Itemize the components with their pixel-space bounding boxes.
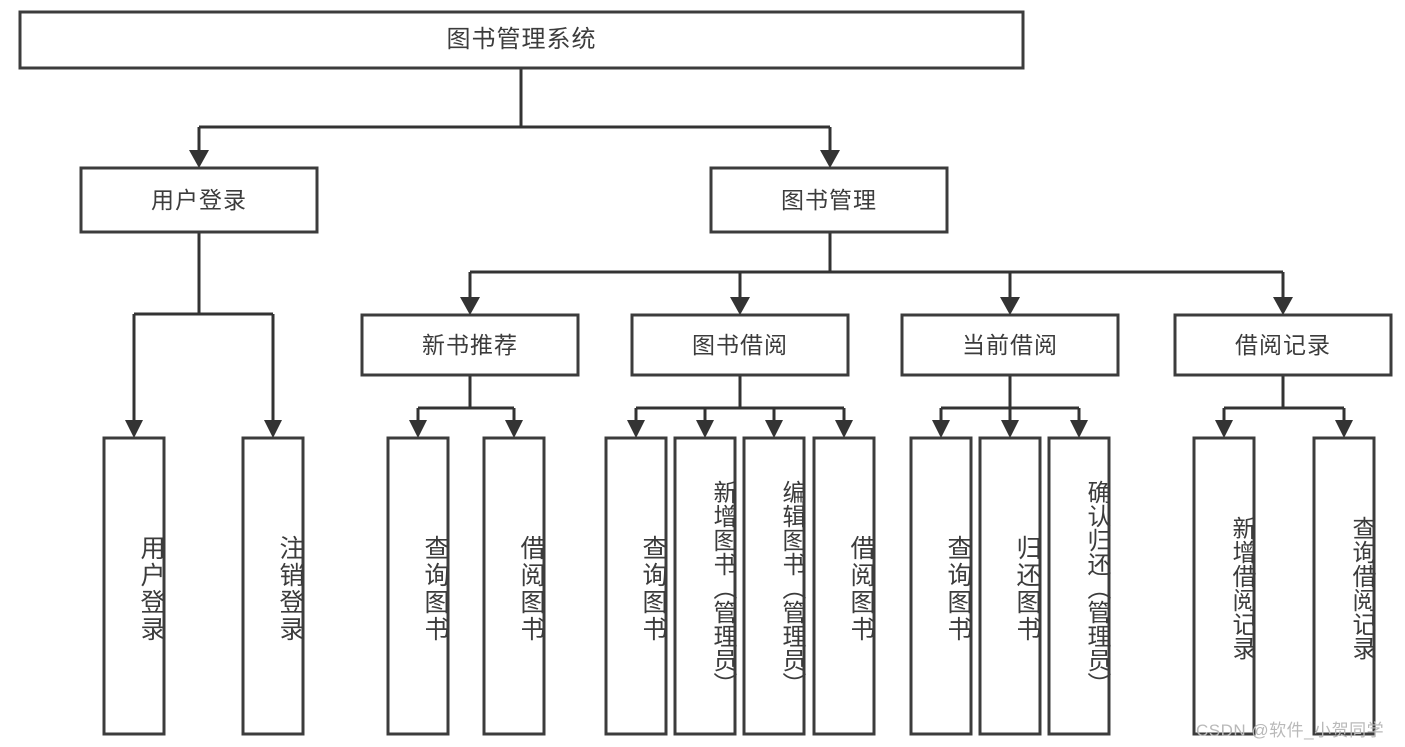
leaf-box-add-book-admin[interactable] xyxy=(673,436,737,736)
node-box-user-login[interactable] xyxy=(79,166,319,234)
node-box-current-borrow[interactable] xyxy=(900,313,1120,377)
connector-group-book-borrow xyxy=(627,375,853,438)
leaf-box-query-book-recommend[interactable] xyxy=(386,436,450,736)
arrowhead-leaf-query-record xyxy=(1335,420,1353,438)
node-box-new-book-recommend[interactable] xyxy=(360,313,580,377)
arrowhead-leaf-query-book-2 xyxy=(627,420,645,438)
leaf-box-add-borrow-record[interactable] xyxy=(1192,436,1256,736)
arrowhead-leaf-edit-book xyxy=(765,420,783,438)
csdn-watermark: CSDN @软件_小贺同学 xyxy=(1196,721,1385,740)
arrowhead-leaf-query-book-1 xyxy=(409,420,427,438)
leaf-box-logout[interactable] xyxy=(241,436,305,736)
arrowhead-leaf-borrow-book-1 xyxy=(505,420,523,438)
arrowhead-leaf-logout xyxy=(264,420,282,438)
arrowhead-leaf-return-book xyxy=(1001,420,1019,438)
node-box-book-management[interactable] xyxy=(709,166,949,234)
arrowhead-current-borrow xyxy=(1000,297,1020,315)
arrowhead-book-mgmt xyxy=(820,150,840,168)
connector-group-new-book xyxy=(409,375,523,438)
leaf-box-user-login[interactable] xyxy=(102,436,166,736)
leaf-box-edit-book-admin[interactable] xyxy=(742,436,806,736)
arrowhead-new-book-recommend xyxy=(460,297,480,315)
arrowhead-leaf-add-record xyxy=(1215,420,1233,438)
leaf-box-query-borrow-record[interactable] xyxy=(1312,436,1376,736)
arrowhead-leaf-query-book-3 xyxy=(932,420,950,438)
leaf-box-borrow-book-recommend[interactable] xyxy=(482,436,546,736)
connector-group-current-borrow xyxy=(932,375,1088,438)
connector-group-user-login xyxy=(125,232,282,438)
connector-group-book-mgmt xyxy=(460,232,1293,315)
node-box-root[interactable] xyxy=(18,10,1025,70)
arrowhead-book-borrow xyxy=(730,297,750,315)
arrowhead-borrow-record xyxy=(1273,297,1293,315)
leaf-box-borrow-book-borrow[interactable] xyxy=(812,436,876,736)
connector-group-borrow-record xyxy=(1215,375,1353,438)
leaf-box-return-book[interactable] xyxy=(978,436,1042,736)
arrowhead-leaf-borrow-book-2 xyxy=(835,420,853,438)
node-box-borrow-record[interactable] xyxy=(1173,313,1393,377)
arrowhead-leaf-add-book xyxy=(696,420,714,438)
arrowhead-leaf-confirm-return xyxy=(1070,420,1088,438)
leaf-box-query-book-borrow[interactable] xyxy=(604,436,668,736)
arrowhead-leaf-user-login xyxy=(125,420,143,438)
leaf-box-confirm-return-admin[interactable] xyxy=(1047,436,1111,736)
connector-group-root xyxy=(189,68,840,168)
arrowhead-user-login xyxy=(189,150,209,168)
leaf-box-query-book-current[interactable] xyxy=(909,436,973,736)
node-box-book-borrow[interactable] xyxy=(630,313,850,377)
